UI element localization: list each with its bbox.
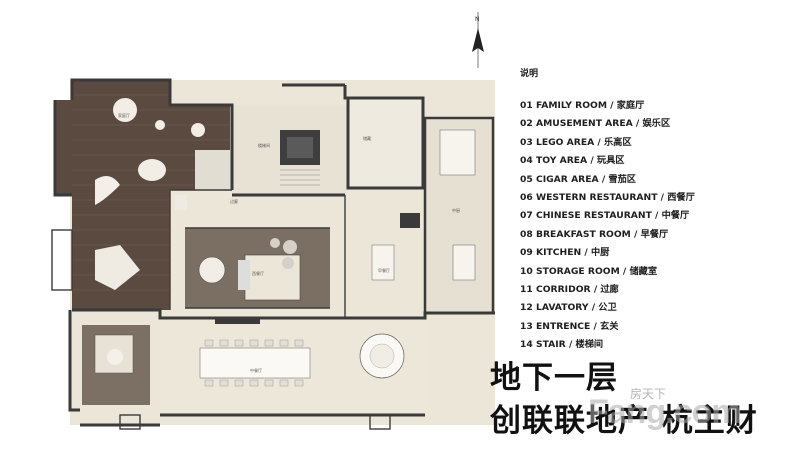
long-table (199, 347, 311, 379)
legend-item: 01 FAMILY ROOM / 家庭厅 (520, 100, 645, 111)
plan-label-kitchen: 中厨 (452, 207, 460, 213)
legend-item: 11 CORRIDOR / 过廊 (520, 283, 619, 295)
legend-title: 说明 (520, 69, 539, 79)
svg-text:N: N (475, 16, 480, 23)
legend-item: 12 LAVATORY / 公卫 (520, 302, 617, 314)
legend-item: 08 BREAKFAST ROOM / 早餐厅 (520, 228, 669, 240)
plan-label-storage: 储藏 (363, 135, 371, 141)
legend-item: 05 CIGAR AREA / 雪茄区 (520, 173, 636, 185)
plan-label-breakfast: 早餐厅 (378, 267, 390, 273)
legend-item: 14 STAIR / 楼梯间 (520, 339, 604, 351)
breakfast-table (371, 244, 395, 281)
watermark-logo: Fang.com (588, 393, 742, 431)
legend-item: 02 AMUSEMENT AREA / 娱乐区 (520, 118, 671, 130)
floor-title: 地下一层 (490, 360, 618, 396)
plan-label-family: 家庭厅 (118, 112, 130, 118)
lavatory-area (195, 150, 230, 190)
legend-item: 04 TOY AREA / 玩具区 (520, 155, 625, 167)
legend-item: 06 WESTERN RESTAURANT / 西餐厅 (520, 191, 695, 203)
storage-room (346, 96, 425, 190)
legend-item: 10 STORAGE ROOM / 储藏室 (520, 265, 658, 277)
plan-label-chinese: 中餐厅 (250, 367, 262, 373)
plan-label-stair: 楼梯间 (258, 142, 270, 148)
legend-item: 09 KITCHEN / 中厨 (520, 247, 610, 259)
watermark-cn: 房天下 (630, 387, 667, 401)
plan-label-corridor: 过廊 (230, 198, 238, 204)
plan-label-western: 西餐厅 (252, 270, 264, 276)
floor-plan: 家庭厅 过廊 楼梯间 储藏 中厨 早餐厅 中餐厅 西餐厅 (51, 78, 495, 430)
legend-list: 01 FAMILY ROOM / 家庭厅 02 AMUSEMENT AREA / … (520, 97, 695, 354)
legend-item: 13 ENTRENCE / 玄关 (520, 320, 619, 332)
north-arrow-icon: N (472, 12, 484, 68)
legend-item: 03 LEGO AREA / 乐高区 (520, 136, 632, 148)
developer-title: 创联联地产 杭主财 (490, 403, 758, 439)
legend-item: 07 CHINESE RESTAURANT / 中餐厅 (520, 210, 690, 222)
